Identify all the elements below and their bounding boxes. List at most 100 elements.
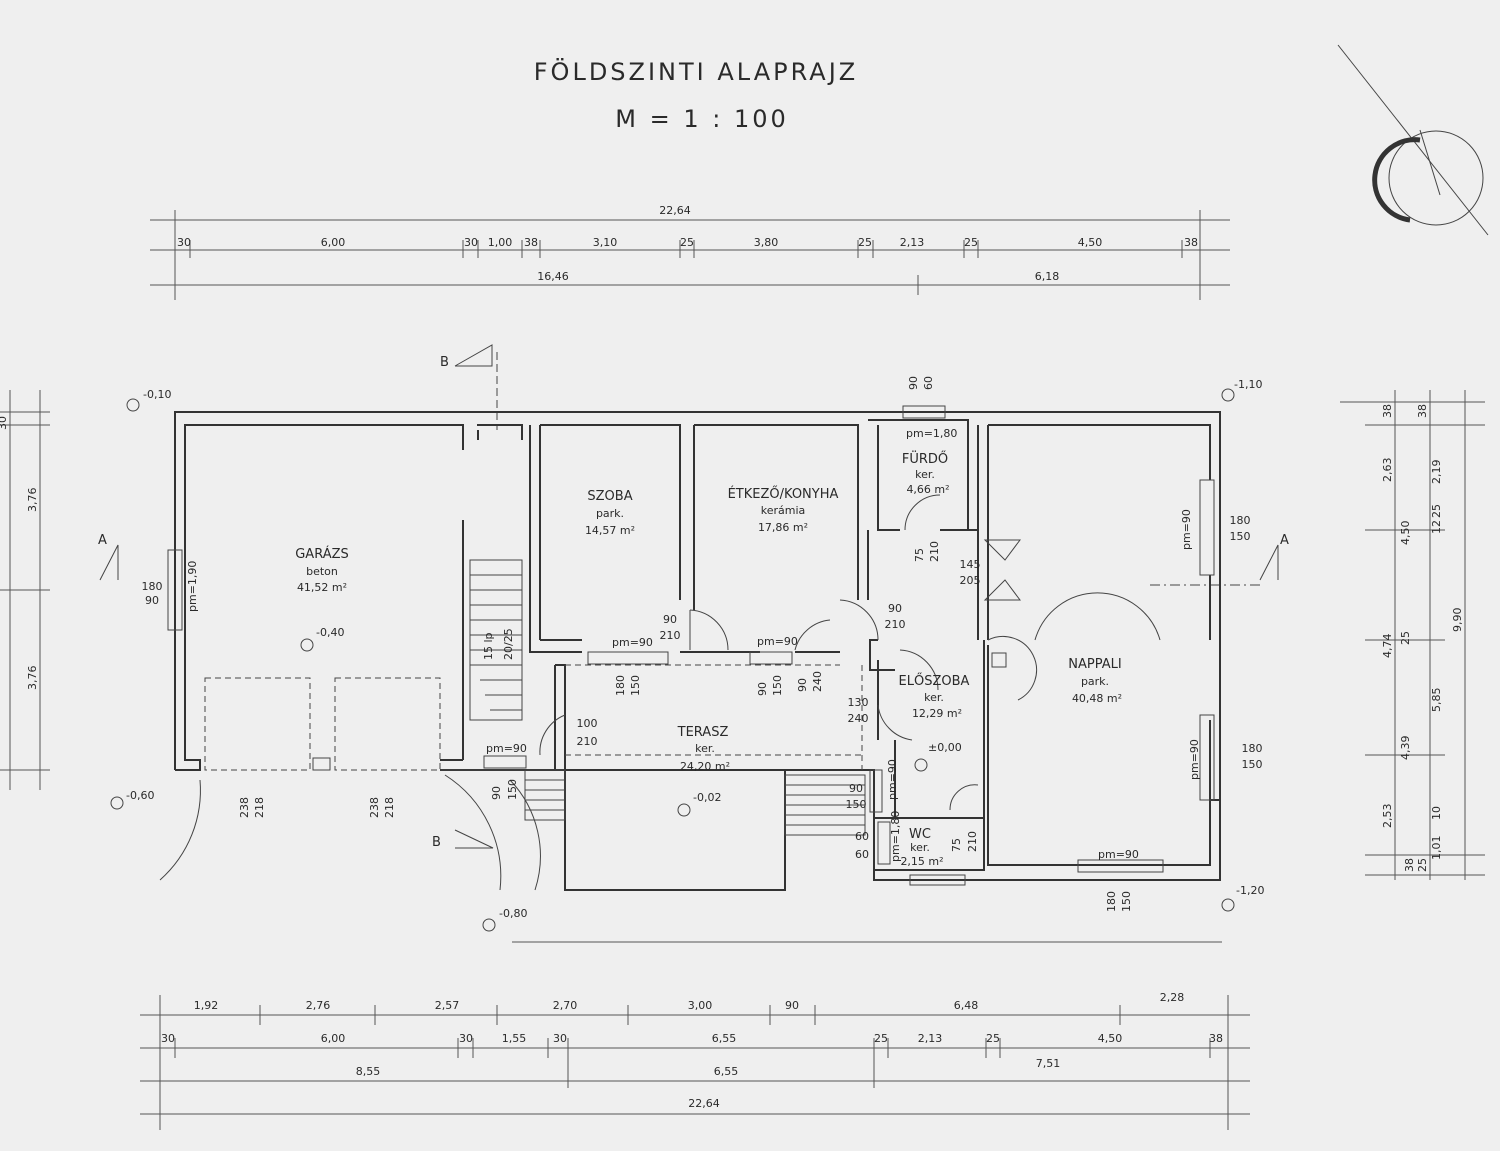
dim-label: 6,48	[954, 999, 979, 1012]
room-area: 41,52 m²	[297, 581, 347, 594]
dim-top-row2: 30 6,00 30 1,00 38 3,10 25 3,80 25 2,13 …	[177, 236, 1198, 249]
windows	[167, 405, 1215, 886]
level-label: -1,10	[1234, 378, 1262, 391]
opening-label: 240	[848, 712, 869, 725]
level-label: -0,80	[499, 907, 527, 920]
opening-label: 90	[145, 594, 159, 607]
dim-bottom-row2: 30 6,00 30 1,55 30 6,55 25 2,13 25 4,50 …	[161, 1032, 1223, 1045]
room-name: ÉTKEZŐ/KONYHA	[728, 486, 839, 502]
dim-label: 3,00	[688, 999, 713, 1012]
stair-ratio: 20/25	[502, 628, 515, 660]
dim-label: 25	[1430, 504, 1443, 518]
opening-label: 150	[506, 779, 519, 800]
door-swings	[159, 494, 1161, 891]
opening-label: pm=1,80	[889, 811, 902, 862]
opening-label: pm=90	[612, 636, 653, 649]
stair-steps: 15 lp	[482, 632, 495, 660]
room-etkezo-konyha: ÉTKEZŐ/KONYHA kerámia 17,86 m²	[728, 486, 839, 534]
room-terasz: TERASZ ker. 24,20 m²	[677, 725, 730, 773]
level-label: -0,40	[316, 626, 344, 639]
dim-label: 6,55	[714, 1065, 739, 1078]
dim-bottom-row1: 1,92 2,76 2,57 2,70 3,00 90 6,48 2,28	[194, 991, 1185, 1012]
opening-label: pm=90	[886, 759, 899, 800]
dim-label: 90	[785, 999, 799, 1012]
opening-label: pm=90	[1098, 848, 1139, 861]
section-mark-a-right: A	[1150, 533, 1289, 586]
dim-label: 25	[680, 236, 694, 249]
opening-label: pm=90	[486, 742, 527, 755]
dim-label: 2,53	[1381, 804, 1394, 829]
level-label: -0,10	[143, 388, 171, 401]
dim-label: 2,76	[306, 999, 331, 1012]
dim-label: 4,50	[1399, 521, 1412, 546]
opening-label: 210	[577, 735, 598, 748]
room-name: FÜRDŐ	[902, 450, 948, 467]
opening-label: 180	[1230, 514, 1251, 527]
room-floor: park.	[1081, 675, 1109, 688]
dim-label: 30	[464, 236, 478, 249]
plan-scale: M = 1 : 100	[615, 105, 789, 133]
dim-label: 10	[1430, 806, 1443, 820]
room-name: NAPPALI	[1068, 657, 1121, 672]
bottom-dimension-chain	[140, 995, 1250, 1130]
room-area: 12,29 m²	[912, 707, 962, 720]
dim-label: 2,19	[1430, 460, 1443, 485]
section-mark-a-left: A	[98, 533, 119, 581]
room-floor: ker.	[924, 691, 944, 704]
dim-label: 38	[1381, 404, 1394, 418]
opening-label: 205	[960, 574, 981, 587]
dim-label: 30	[177, 236, 191, 249]
room-name: ELŐSZOBA	[899, 673, 970, 689]
opening-label: 238	[238, 797, 251, 818]
dim-label: 7,51	[1036, 1057, 1061, 1070]
opening-label: 180	[1105, 891, 1118, 912]
opening-label: pm=1,80	[906, 427, 957, 440]
dim-label: 38	[524, 236, 538, 249]
level-label: -1,20	[1236, 884, 1264, 897]
room-floor: ker.	[910, 841, 930, 854]
dim-label: 38	[1184, 236, 1198, 249]
right-dimension-chain: 38 2,63 4,50 25 4,74 4,39 2,53 38 38 2,1…	[1340, 390, 1485, 880]
opening-label: pm=90	[1180, 509, 1193, 550]
dim-label: 5,85	[1430, 688, 1443, 713]
room-area: 40,48 m²	[1072, 692, 1122, 705]
room-garazs: GARÁZS beton 41,52 m²	[295, 546, 349, 594]
level-label: -0,02	[693, 791, 721, 804]
room-name: TERASZ	[677, 725, 729, 740]
dim-label: 25	[858, 236, 872, 249]
building-walls	[174, 411, 1221, 891]
plan-title: FÖLDSZINTI ALAPRAJZ	[534, 57, 859, 86]
room-area: 14,57 m²	[585, 524, 635, 537]
opening-label: 130	[848, 696, 869, 709]
dim-label: 6,00	[321, 236, 346, 249]
opening-label: 150	[629, 675, 642, 696]
opening-label: 218	[253, 797, 266, 818]
room-name: WC	[909, 827, 931, 842]
dim-label: 12	[1430, 520, 1443, 534]
dim-label: 38	[1416, 404, 1429, 418]
dim-label: 1,00	[488, 236, 513, 249]
opening-label: 180	[1242, 742, 1263, 755]
dim-label: 1,55	[502, 1032, 527, 1045]
opening-label: 150	[1230, 530, 1251, 543]
dim-label: 3,76	[26, 666, 39, 691]
opening-label: 60	[855, 848, 869, 861]
garage-doors	[204, 677, 441, 771]
dim-label: 1,92	[194, 999, 219, 1012]
opening-label: 210	[928, 541, 941, 562]
dim-label: 1,01	[1430, 836, 1443, 861]
dim-label: 4,50	[1098, 1032, 1123, 1045]
dim-label: 8,55	[356, 1065, 381, 1078]
dim-label: 6,00	[321, 1032, 346, 1045]
room-name: SZOBA	[587, 489, 632, 504]
opening-label: 210	[660, 629, 681, 642]
top-dimension-chain	[150, 210, 1230, 300]
left-dimension-chain: 30 3,76 3,76	[0, 390, 50, 790]
level-label: -0,60	[126, 789, 154, 802]
room-area: 4,66 m²	[906, 483, 949, 496]
opening-label: 240	[811, 671, 824, 692]
room-nappali: NAPPALI park. 40,48 m²	[1068, 657, 1122, 705]
dim-label: 2,63	[1381, 458, 1394, 483]
opening-label: 238	[368, 797, 381, 818]
